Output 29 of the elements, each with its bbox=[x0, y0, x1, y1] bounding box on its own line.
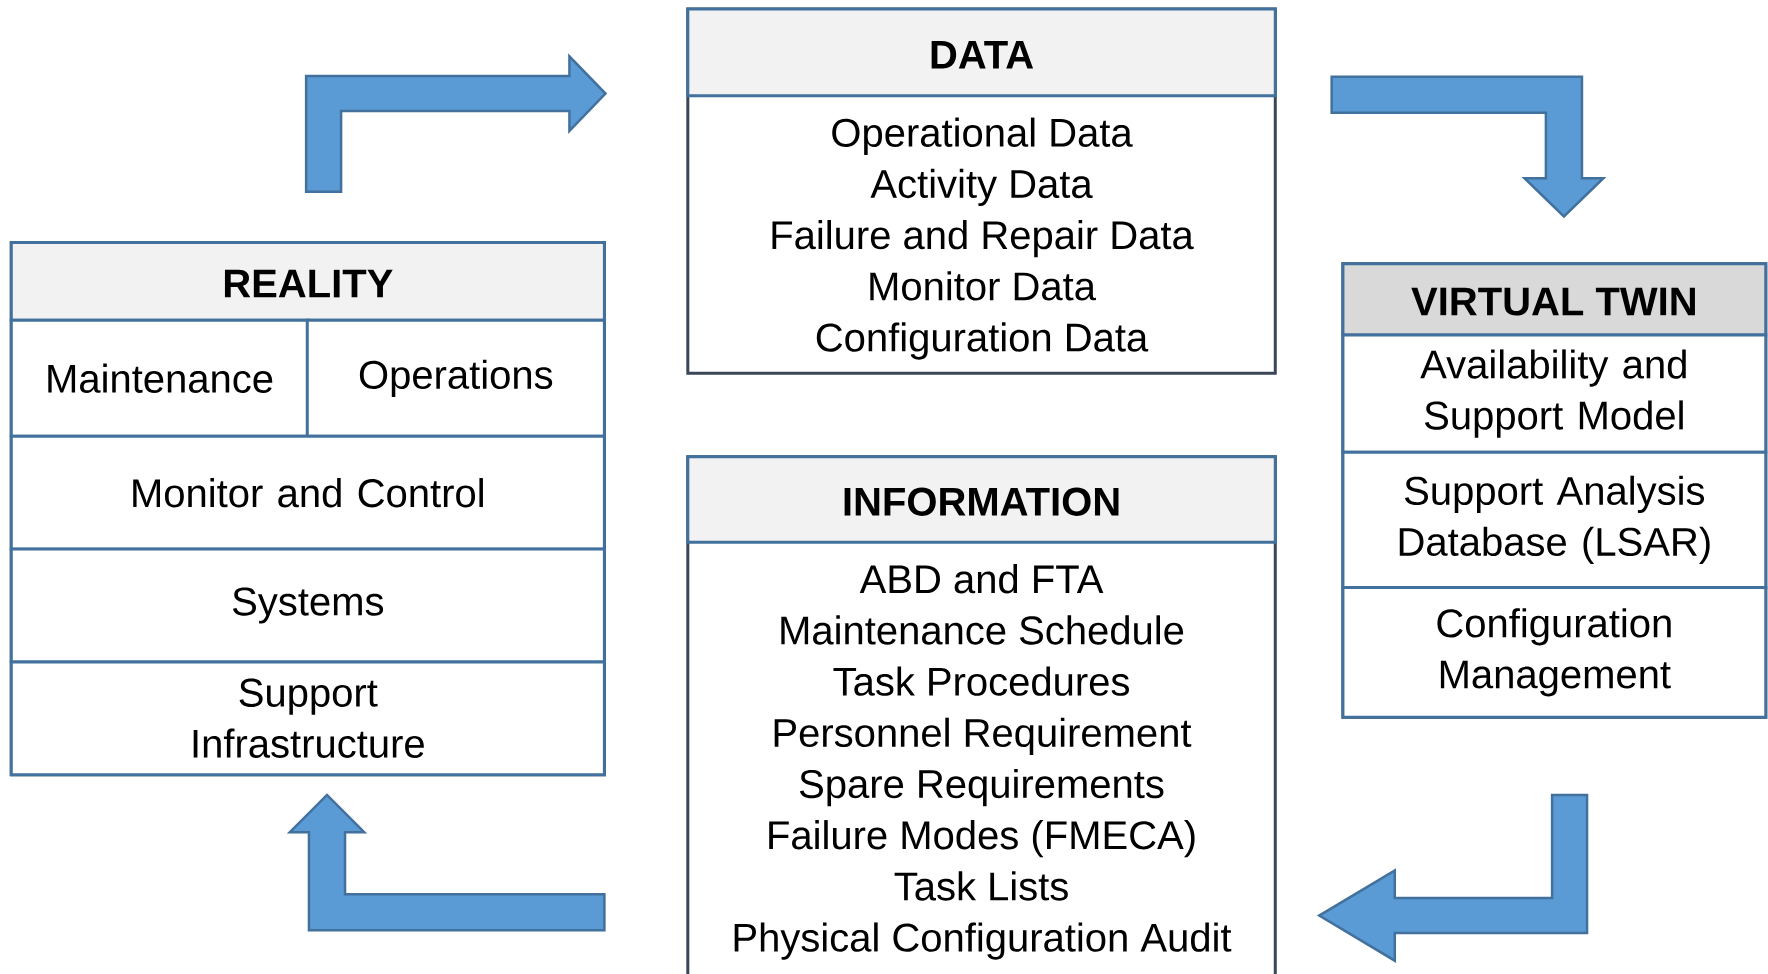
panel-header: INFORMATION bbox=[686, 455, 1277, 544]
list-item: Activity Data bbox=[870, 168, 1093, 207]
list-item: ABD and FTA bbox=[859, 564, 1104, 594]
list-item: Failure and Repair Data bbox=[772, 220, 1194, 258]
list-item: Physical Configuration Audit bbox=[734, 922, 1232, 960]
list-item: Task Procedures bbox=[833, 666, 1129, 696]
list-item: Task Lists bbox=[894, 871, 1068, 901]
panel-header: REALITY bbox=[9, 240, 606, 322]
cell: Maintenance bbox=[9, 318, 310, 438]
list-item: Monitor Data bbox=[870, 271, 1096, 301]
list-item: Spare Requirements bbox=[799, 768, 1164, 807]
block-arrow bbox=[1316, 793, 1589, 963]
list-item: Personnel Requirement bbox=[774, 717, 1192, 755]
list-item: Configuration Data bbox=[816, 322, 1149, 360]
block-arrow bbox=[304, 53, 608, 193]
list-item: Failure Modes (FMECA) bbox=[769, 820, 1195, 858]
cell: Support Infrastructure bbox=[9, 660, 606, 777]
cell: Configuration Management bbox=[1341, 585, 1768, 719]
cell: Monitor and Control bbox=[9, 434, 606, 551]
list-item: Maintenance Schedule bbox=[781, 615, 1184, 645]
cell: Support Analysis Database (LSAR) bbox=[1341, 450, 1768, 589]
list-item: Operational Data bbox=[832, 117, 1133, 155]
block-arrow bbox=[286, 793, 606, 932]
cell: Operations bbox=[305, 318, 606, 438]
block-arrow bbox=[1330, 75, 1607, 219]
panel-header: DATA bbox=[686, 7, 1277, 98]
cell: Availability and Support Model bbox=[1341, 333, 1768, 454]
panel-header: VIRTUAL TWIN bbox=[1341, 262, 1768, 337]
cell: Systems bbox=[9, 547, 606, 664]
